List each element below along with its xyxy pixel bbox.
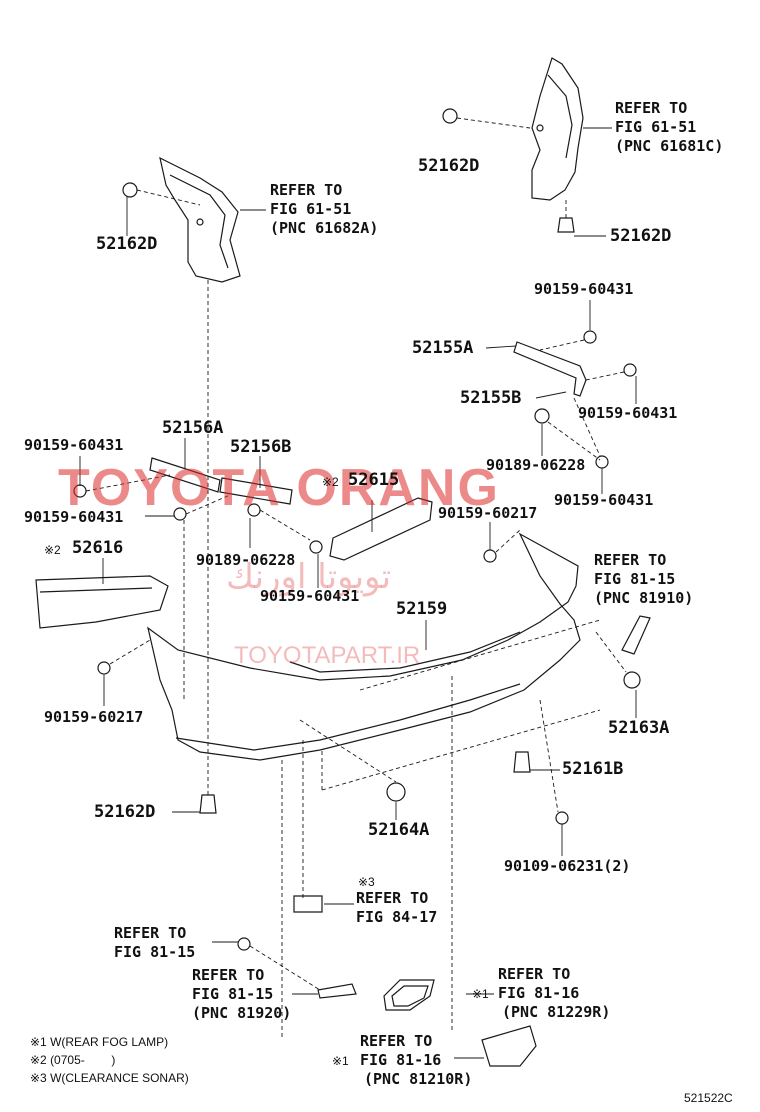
refer-to-label: REFER TO bbox=[356, 889, 429, 907]
part-number-52162d-bottom: 52162D bbox=[94, 802, 156, 822]
diagram-id: 521522C bbox=[684, 1091, 733, 1105]
part-number-52155b: 52155B bbox=[460, 388, 522, 408]
refer-fig-label: FIG 61-51 bbox=[615, 118, 697, 136]
part-number-90159-60431: 90159-60431 bbox=[578, 404, 678, 422]
retainer-52156B-part bbox=[219, 477, 293, 505]
dashed-guide-lines bbox=[85, 117, 627, 1040]
bumper-cover-52159-part bbox=[147, 532, 581, 761]
refer-pnc-label: (PNC 61682A) bbox=[270, 219, 379, 237]
note-mark-1: ※1 bbox=[332, 1054, 349, 1068]
note-mark-2: ※2 bbox=[44, 543, 61, 557]
clip-52162D-icons bbox=[122, 108, 575, 814]
part-number-52162d-left: 52162D bbox=[96, 234, 158, 254]
refer-fig-label: FIG 81-15 bbox=[114, 943, 196, 961]
part-number-52156b: 52156B bbox=[230, 437, 292, 457]
refer-fig-label: FIG 84-17 bbox=[356, 908, 438, 926]
refer-to-label: REFER TO bbox=[114, 924, 187, 942]
part-number-90159-60431: 90159-60431 bbox=[24, 436, 124, 454]
part-number-52616: 52616 bbox=[72, 538, 124, 558]
refer-fig-label: FIG 81-15 bbox=[192, 985, 274, 1003]
part-number-90109-06231: 90109-06231(2) bbox=[504, 857, 631, 875]
retainer-52155A-part bbox=[513, 341, 587, 397]
footnote-3: ※3 W(CLEARANCE SONAR) bbox=[30, 1071, 189, 1085]
part-number-52162d-top: 52162D bbox=[418, 156, 480, 176]
part-number-52615: 52615 bbox=[348, 470, 400, 490]
refer-fig-label: FIG 81-16 bbox=[498, 984, 580, 1002]
part-number-52161b: 52161B bbox=[562, 759, 624, 779]
footnote-2: ※2 (0705- ) bbox=[30, 1053, 116, 1067]
retainer-52156A-part bbox=[149, 457, 221, 493]
reflector-icons bbox=[317, 615, 651, 1067]
leader-lines bbox=[79, 127, 637, 1059]
part-number-90159-60431: 90159-60431 bbox=[24, 508, 124, 526]
refer-pnc-label: (PNC 81910) bbox=[594, 589, 694, 607]
part-number-52162d-right: 52162D bbox=[610, 226, 672, 246]
part-number-52156a: 52156A bbox=[162, 418, 224, 438]
part-number-90159-60431: 90159-60431 bbox=[534, 280, 634, 298]
left-upper-bracket-part bbox=[159, 156, 241, 283]
part-number-52155a: 52155A bbox=[412, 338, 474, 358]
part-number-90159-60431: 90159-60431 bbox=[260, 587, 360, 605]
right-upper-bracket-part bbox=[531, 57, 584, 201]
part-number-52164a: 52164A bbox=[368, 820, 430, 840]
absorber-52615-part bbox=[329, 497, 433, 561]
part-number-52163a: 52163A bbox=[608, 718, 670, 738]
refer-fig-label: FIG 81-16 bbox=[360, 1051, 442, 1069]
part-number-90159-60217: 90159-60217 bbox=[438, 504, 538, 522]
fastener-icons bbox=[73, 330, 641, 951]
refer-fig-label: FIG 81-15 bbox=[594, 570, 676, 588]
note-mark-3: ※3 bbox=[358, 875, 375, 889]
refer-pnc-label: (PNC 81920) bbox=[192, 1004, 292, 1022]
absorber-52616-part bbox=[35, 575, 169, 629]
note-mark-2: ※2 bbox=[322, 475, 339, 489]
refer-to-label: REFER TO bbox=[192, 966, 265, 984]
part-number-52159: 52159 bbox=[396, 599, 448, 619]
part-number-90159-60431: 90159-60431 bbox=[554, 491, 654, 509]
refer-pnc-label: (PNC 81229R) bbox=[502, 1003, 611, 1021]
note-mark-1: ※1 bbox=[472, 987, 489, 1001]
part-number-90189-06228: 90189-06228 bbox=[196, 551, 296, 569]
refer-to-label: REFER TO bbox=[270, 181, 343, 199]
refer-pnc-label: (PNC 81210R) bbox=[364, 1070, 473, 1088]
part-number-90159-60217: 90159-60217 bbox=[44, 708, 144, 726]
refer-fig-label: FIG 61-51 bbox=[270, 200, 352, 218]
refer-to-label: REFER TO bbox=[360, 1032, 433, 1050]
refer-to-label: REFER TO bbox=[498, 965, 571, 983]
refer-to-label: REFER TO bbox=[594, 551, 667, 569]
refer-pnc-label: (PNC 61681C) bbox=[615, 137, 724, 155]
refer-to-label: REFER TO bbox=[615, 99, 688, 117]
footnote-1: ※1 W(REAR FOG LAMP) bbox=[30, 1035, 169, 1049]
part-number-90189-06228: 90189-06228 bbox=[486, 456, 586, 474]
